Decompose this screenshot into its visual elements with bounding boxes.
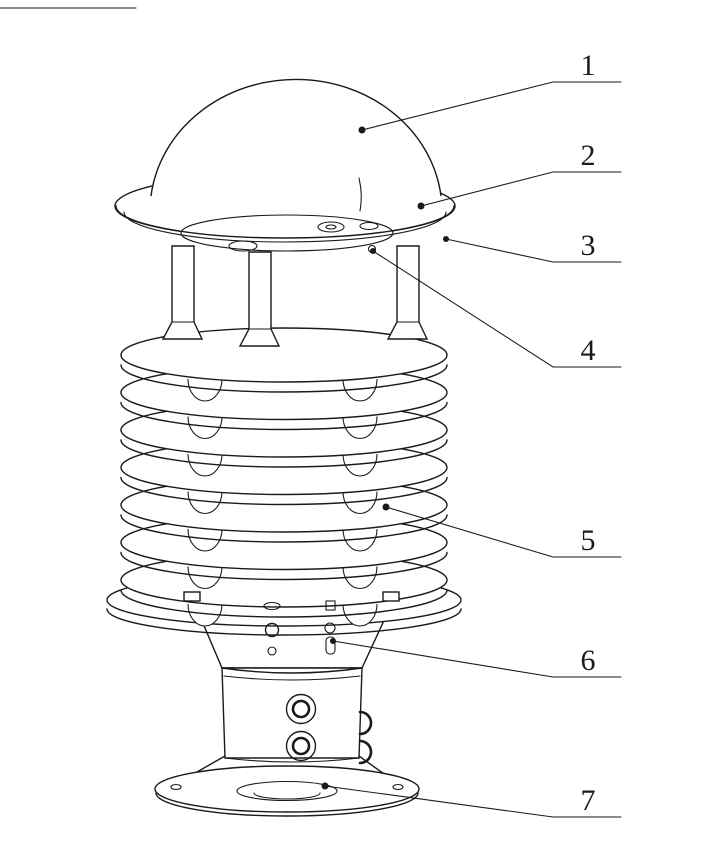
sensor-small [359, 221, 379, 231]
callout-1-dot [358, 126, 366, 134]
louver-plate-edge [120, 589, 448, 618]
callout-7: 7 [321, 782, 622, 818]
callout-7-label: 7 [581, 784, 596, 817]
connector-ring [324, 622, 336, 634]
housing-joint-line [221, 667, 363, 674]
status-led-small [267, 646, 277, 656]
callout-2-label: 2 [581, 139, 596, 172]
sensor-plate [180, 214, 394, 252]
callout-3-leader [445, 238, 622, 263]
connector-port [325, 636, 336, 655]
callout-5: 5 [382, 503, 622, 558]
callout-6-leader [332, 640, 622, 678]
mounting-hole-left [170, 783, 182, 791]
support-post-left [161, 245, 204, 340]
callout-4-label: 4 [581, 334, 596, 367]
cap-assembly [114, 78, 456, 254]
electronics-panel [263, 600, 336, 656]
cable-gland-lower [285, 730, 317, 762]
callout-5-dot [382, 503, 390, 511]
callout-3: 3 [443, 229, 622, 263]
flange-top [154, 765, 420, 813]
louver-plate-top [120, 327, 448, 383]
cable-gland-lower-inner [291, 736, 311, 756]
callout-2: 2 [417, 139, 622, 210]
shield-clamp-left [183, 591, 201, 602]
dome [150, 78, 442, 197]
callout-7-dot [321, 782, 329, 790]
cap-rim-thickness-edge [123, 211, 447, 243]
base-inner-arc [253, 792, 321, 800]
callout-1: 1 [358, 49, 622, 134]
side-connector-lower [358, 739, 373, 765]
callout-3-label: 3 [581, 229, 596, 262]
louver-plate-edge [120, 514, 448, 543]
callout-2-leader [420, 171, 622, 207]
callout-4: 4 [370, 248, 622, 368]
callout-7-leader [324, 785, 622, 818]
panel-socket [325, 600, 336, 611]
callout-6-dot [330, 638, 336, 644]
wind-sensor-inner [325, 224, 337, 230]
base-center-opening [236, 780, 338, 802]
louver-stack [106, 327, 462, 636]
louver-plate-edge [120, 439, 448, 468]
callout-5-label: 5 [581, 524, 596, 557]
cap-rim-front-edge [115, 205, 455, 239]
base-flange [154, 755, 420, 817]
mounting-hole-right [392, 783, 404, 791]
wind-sensor [317, 221, 345, 233]
housing-bottom-joint [224, 757, 360, 763]
support-posts [161, 245, 429, 347]
callout-4-dot [370, 248, 376, 254]
support-post-right [386, 245, 429, 340]
callout-6-label: 6 [581, 644, 596, 677]
cable-gland-upper [285, 693, 317, 725]
callout-1-label: 1 [581, 49, 596, 82]
status-led [264, 622, 280, 638]
callout-1-leader [361, 81, 622, 131]
callout-3-dot [443, 236, 449, 242]
louver-base-plate-edge [106, 608, 462, 636]
callout-5-leader [385, 506, 622, 558]
callouts: 1 2 3 4 5 6 7 [321, 49, 622, 818]
callout-2-dot [417, 202, 425, 210]
panel-slot [263, 601, 281, 611]
cable-gland-upper-inner [291, 699, 311, 719]
louver-plate-edge [120, 476, 448, 506]
shield-clamp-right [382, 591, 400, 602]
housing-joint-line-2 [223, 675, 361, 681]
callout-4-leader [372, 250, 622, 368]
louver-plate-edge [120, 364, 448, 393]
callout-6: 6 [330, 638, 622, 678]
side-connector-upper [358, 710, 373, 736]
dome-seam [358, 177, 362, 212]
louver-plate-edge [120, 401, 448, 431]
lower-housing [197, 613, 389, 765]
louver-plate-edge [120, 551, 448, 581]
flange-thickness-edge [155, 792, 419, 817]
